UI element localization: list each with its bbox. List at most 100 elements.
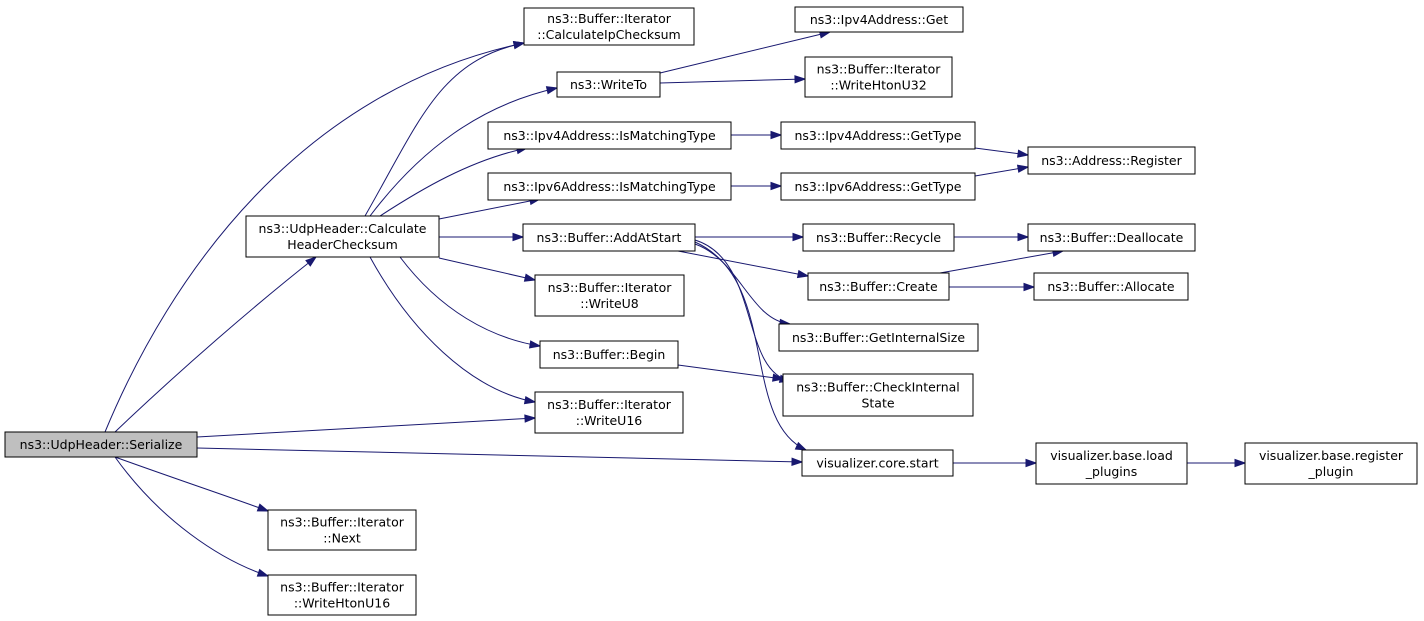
edge-line — [364, 42, 525, 217]
node-vis-register[interactable]: visualizer.base.register_plugin — [1244, 442, 1418, 485]
node-write-htonu32[interactable]: ns3::Buffer::Iterator::WriteHtonU32 — [804, 56, 953, 98]
node-deallocate[interactable]: ns3::Buffer::Deallocate — [1027, 223, 1196, 252]
node-addr-register[interactable]: ns3::Address::Register — [1027, 146, 1196, 175]
node-next[interactable]: ns3::Buffer::Iterator::Next — [267, 509, 417, 551]
node-box — [778, 323, 979, 352]
node-label: ns3::Ipv4Address::Get — [810, 12, 948, 27]
edge-vis_load-to-vis_register — [1187, 458, 1247, 468]
node-serialize[interactable]: ns3::UdpHeader::Serialize — [4, 431, 198, 458]
node-ipv4-gettype[interactable]: ns3::Ipv4Address::GetType — [780, 121, 976, 150]
edge-line — [369, 256, 536, 403]
function-nodes: ns3::UdpHeader::Serialize ns3::UdpHeader:… — [4, 6, 1418, 616]
node-ipv4-get[interactable]: ns3::Ipv4Address::Get — [794, 6, 964, 33]
node-label: ns3::Buffer::Begin — [553, 347, 666, 362]
node-vis-load[interactable]: visualizer.base.load_plugins — [1035, 442, 1188, 485]
arrow-head-icon — [1025, 458, 1038, 468]
arrow-head-icon — [523, 273, 537, 282]
arrow-head-icon — [1017, 149, 1030, 158]
node-label: ns3::UdpHeader::Calculate — [259, 221, 427, 236]
node-ipv6-gettype[interactable]: ns3::Ipv6Address::GetType — [780, 172, 976, 201]
edge-serialize-to-calc_header — [114, 256, 318, 433]
edge-line — [694, 241, 807, 451]
edge-begin-to-checkinternal — [677, 364, 785, 382]
node-label: ::WriteU8 — [580, 296, 639, 311]
node-label: ns3::Buffer::Allocate — [1047, 279, 1175, 294]
node-box — [523, 7, 695, 46]
node-box — [556, 71, 661, 98]
node-writeu8[interactable]: ns3::Buffer::Iterator::WriteU8 — [534, 274, 685, 317]
edge-recycle-to-deallocate — [954, 232, 1030, 242]
node-begin[interactable]: ns3::Buffer::Begin — [539, 340, 679, 369]
arrow-head-icon — [772, 373, 785, 382]
node-box — [794, 6, 964, 33]
edge-line — [694, 243, 791, 325]
edge-line — [438, 198, 541, 220]
node-label: _plugin — [1308, 464, 1354, 479]
edge-addatstart-to-vis_start — [694, 241, 808, 451]
node-allocate[interactable]: ns3::Buffer::Allocate — [1033, 272, 1189, 301]
node-write-htonu16[interactable]: ns3::Buffer::Iterator::WriteHtonU16 — [267, 574, 417, 616]
edge-line — [677, 364, 784, 380]
arrow-head-icon — [1023, 282, 1036, 292]
node-recycle[interactable]: ns3::Buffer::Recycle — [802, 223, 955, 252]
node-label: visualizer.base.load — [1050, 448, 1173, 463]
arrow-head-icon — [512, 40, 526, 50]
node-writeto[interactable]: ns3::WriteTo — [556, 71, 661, 98]
node-box — [802, 223, 955, 252]
edge-ipv6_gettype-to-addr_register — [974, 164, 1030, 177]
edge-addatstart-to-getinternalsize — [694, 243, 792, 328]
edge-line — [939, 250, 1064, 274]
node-box — [487, 172, 732, 201]
node-label: ::WriteU16 — [576, 413, 643, 428]
edge-calc_header-to-writeu16 — [369, 256, 537, 405]
node-box — [804, 56, 953, 98]
edge-create-to-allocate — [949, 282, 1036, 292]
node-box — [267, 574, 417, 616]
edge-line — [659, 78, 806, 84]
node-label: ns3::WriteTo — [570, 77, 647, 92]
edge-calc_header-to-writeto — [369, 86, 559, 217]
edge-serialize-to-writeu16 — [196, 414, 537, 438]
node-label: ns3::Buffer::Iterator — [280, 515, 405, 530]
edge-addatstart-to-checkinternal — [694, 239, 792, 383]
edge-calc_header-to-calc_ip — [364, 40, 526, 217]
node-box — [782, 373, 974, 417]
node-label: ns3::Buffer::Iterator — [548, 280, 673, 295]
node-getinternalsize[interactable]: ns3::Buffer::GetInternalSize — [778, 323, 979, 352]
edge-line — [379, 147, 528, 217]
node-box — [1035, 442, 1188, 485]
node-create[interactable]: ns3::Buffer::Create — [807, 272, 950, 301]
node-addatstart[interactable]: ns3::Buffer::AddAtStart — [522, 223, 696, 252]
edge-serialize-to-vis_start — [196, 447, 804, 466]
node-label: State — [861, 396, 894, 411]
edge-line — [677, 250, 809, 277]
node-vis-start[interactable]: visualizer.core.start — [801, 449, 954, 477]
edge-calc_header-to-ipv6_ismatch — [438, 196, 542, 220]
arrow-head-icon — [545, 86, 559, 95]
node-label: ns3::Address::Register — [1041, 153, 1182, 168]
node-ipv4-ismatch[interactable]: ns3::Ipv4Address::IsMatchingType — [487, 121, 732, 150]
node-label: ::WriteHtonU32 — [830, 78, 926, 93]
edge-serialize-to-write_htonu16 — [114, 456, 270, 577]
edge-calc_header-to-addatstart — [439, 232, 525, 242]
node-label: ns3::Buffer::Create — [819, 279, 938, 294]
edge-line — [114, 256, 317, 433]
node-calc-ip[interactable]: ns3::Buffer::Iterator::CalculateIpChecks… — [523, 7, 695, 46]
edge-line — [369, 87, 558, 217]
node-label: ns3::Buffer::Iterator — [547, 11, 672, 26]
arrow-head-icon — [256, 503, 270, 512]
node-ipv6-ismatch[interactable]: ns3::Ipv6Address::IsMatchingType — [487, 172, 732, 201]
edge-addatstart-to-recycle — [695, 232, 805, 242]
node-label: ns3::Buffer::AddAtStart — [537, 230, 682, 245]
node-writeu16[interactable]: ns3::Buffer::Iterator::WriteU16 — [534, 391, 684, 434]
node-box — [522, 223, 696, 252]
node-label: ns3::Ipv4Address::IsMatchingType — [503, 128, 716, 143]
edge-vis_start-to-vis_load — [953, 458, 1038, 468]
edge-line — [659, 31, 831, 74]
node-box — [1027, 223, 1196, 252]
arrow-head-icon — [523, 395, 537, 405]
edge-line — [694, 239, 791, 382]
